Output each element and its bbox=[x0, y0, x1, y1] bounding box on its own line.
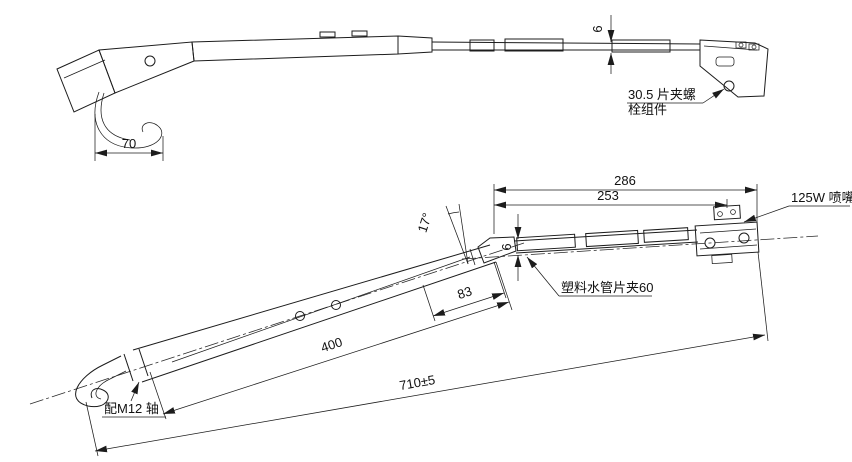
bracket-bolt-right bbox=[738, 232, 750, 244]
dim-710-label: 710±5 bbox=[398, 372, 436, 393]
angle-dim-line-2 bbox=[458, 203, 469, 265]
dim-710-line bbox=[94, 333, 766, 453]
dim-400-ext-2 bbox=[495, 261, 513, 311]
clamp-label-line2: 栓组件 bbox=[628, 102, 667, 117]
dim-286-label: 286 bbox=[614, 173, 636, 188]
dim-253-label: 253 bbox=[597, 188, 619, 203]
bolt-detail-2 bbox=[748, 43, 760, 51]
hook-wire-outer bbox=[94, 91, 163, 149]
centerline-main bbox=[29, 242, 525, 405]
dim-6b-label: 6 bbox=[499, 243, 514, 250]
nozzle-label: 125W 喷嘴 bbox=[791, 190, 852, 205]
pipe-clip-label: 塑料水管片夹60 bbox=[561, 280, 653, 295]
pipe-clip-3 bbox=[643, 227, 689, 243]
dim-710-ext-1 bbox=[85, 401, 99, 457]
top-view bbox=[56, 15, 769, 161]
motor-bracket-detail-line bbox=[703, 45, 758, 51]
bracket-bolt-left bbox=[704, 237, 716, 249]
blade-holder-detail bbox=[63, 59, 106, 79]
blade-holder-outline bbox=[56, 49, 116, 113]
bend-joint-outline bbox=[477, 236, 517, 264]
pivot-circle bbox=[144, 55, 156, 67]
bracket-line-1 bbox=[699, 228, 757, 234]
bracket-slot bbox=[715, 56, 735, 67]
dim-83-ext-1 bbox=[493, 261, 507, 299]
arm-body-outline bbox=[191, 35, 399, 62]
pivot-housing-outline bbox=[98, 41, 195, 94]
bolt-head-2 bbox=[751, 44, 757, 50]
clamp-label-line1: 30.5 片夹螺 bbox=[628, 87, 696, 102]
hook-outline bbox=[75, 355, 122, 408]
nozzle-hole-1 bbox=[717, 211, 723, 217]
rod-clip-2 bbox=[611, 39, 671, 53]
bolt-head-1 bbox=[738, 42, 744, 48]
extension-rod-bottom-line bbox=[515, 241, 699, 254]
dim-6-label: 6 bbox=[590, 25, 605, 32]
shaft-label: 配M12 轴 bbox=[104, 401, 159, 416]
linkage-rod-top-line bbox=[431, 41, 701, 45]
pipe-clip-2 bbox=[585, 229, 639, 248]
pipe-clip-1 bbox=[516, 233, 576, 252]
dim-17-label: 17° bbox=[415, 211, 435, 234]
motor-bracket-outline bbox=[699, 39, 769, 98]
hook-wire-inner bbox=[100, 92, 131, 141]
nozzle-leader-line bbox=[743, 205, 790, 223]
shaft-collar-tick-1 bbox=[123, 353, 134, 382]
arm-end-tick bbox=[469, 248, 476, 266]
rod-connector bbox=[469, 39, 495, 52]
bracket-line-2 bbox=[699, 244, 758, 250]
clamp-leader-line bbox=[702, 88, 725, 104]
bolt-detail-1 bbox=[735, 41, 747, 49]
dim-710-ext-2 bbox=[757, 251, 769, 342]
arm-joint-outline bbox=[397, 35, 433, 55]
arm-bottom-edge bbox=[141, 261, 497, 383]
arm-tab-1 bbox=[319, 31, 336, 38]
clamp-bolt-circle bbox=[723, 80, 735, 92]
pipe-clip-leader-line bbox=[526, 256, 560, 297]
dim-400-label: 400 bbox=[319, 334, 344, 355]
arm-top-edge bbox=[132, 244, 491, 351]
hook-inner-line bbox=[95, 370, 127, 400]
extension-rod-top-line bbox=[513, 229, 698, 242]
angle-dim-line-1 bbox=[445, 205, 469, 265]
dim-70-label: 70 bbox=[122, 136, 136, 151]
dim-83-label: 83 bbox=[455, 283, 473, 302]
shaft-collar-tick-2 bbox=[138, 348, 149, 377]
bracket-tab bbox=[711, 253, 733, 265]
labels: 70 6 30.5 片夹螺 栓组件 286 253 125W 喷嘴 17° 83… bbox=[104, 25, 852, 416]
arm-tab-2 bbox=[351, 30, 368, 37]
nozzle-hole-2 bbox=[730, 209, 736, 215]
dim-400-line bbox=[162, 301, 510, 415]
shaft-leader-line bbox=[130, 381, 140, 402]
rod-clip-1 bbox=[504, 38, 564, 52]
angle-dim-arc bbox=[447, 211, 460, 215]
nozzle-bracket-outline bbox=[694, 221, 760, 257]
bottom-view bbox=[29, 184, 850, 457]
